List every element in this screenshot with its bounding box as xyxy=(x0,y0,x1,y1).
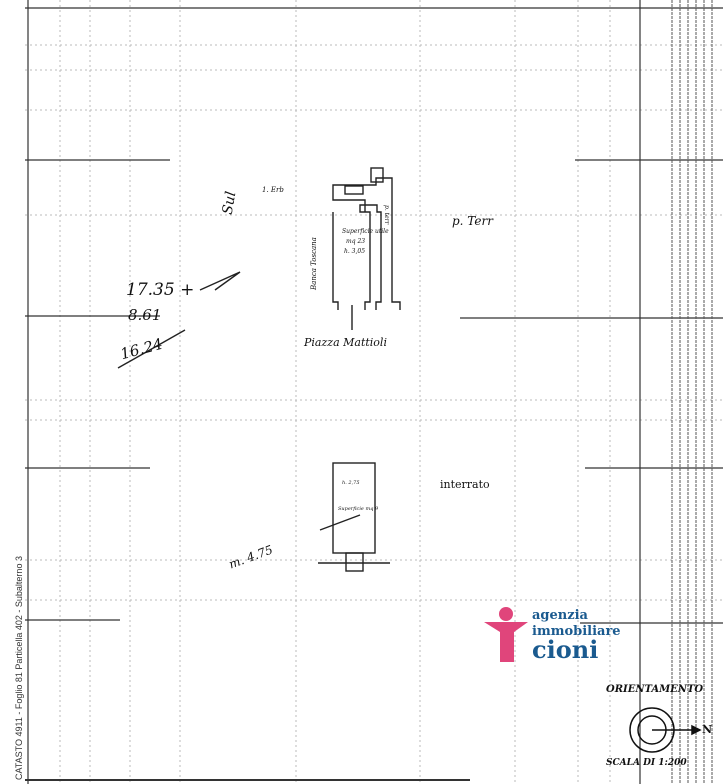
logo-line-2: immobiliare xyxy=(532,624,621,639)
street-label: p. Terr xyxy=(452,214,493,228)
handwritten-sum-1: 17.35 + xyxy=(126,280,195,300)
logo-mark-icon xyxy=(484,607,528,662)
ground-area-value: mq 23 xyxy=(346,238,366,245)
compass-icon xyxy=(629,707,702,753)
handwritten-strokes xyxy=(117,271,241,369)
basement-area: Superficie mq 9 xyxy=(338,506,379,512)
major-grid-lines xyxy=(25,0,723,784)
square-label: Piazza Mattioli xyxy=(304,336,387,349)
basement-plan xyxy=(318,462,390,572)
basement-height: h. 2,75 xyxy=(342,480,360,486)
ground-height: h. 3,05 xyxy=(344,248,366,255)
neighbor-label: Banca Toscana xyxy=(310,237,318,290)
top-note: 1. Erb xyxy=(262,186,284,194)
logo-line-3: cioni xyxy=(532,635,599,664)
handwritten-sum-2: 8.61 xyxy=(128,306,162,324)
north-label: N xyxy=(702,723,713,736)
grid-lines xyxy=(25,0,723,784)
cadastral-margin-text: CATASTO 4911 - Foglio 81 Particella 402 … xyxy=(14,556,24,780)
right-hatch-band xyxy=(671,0,713,784)
agency-logo: agenzia immobiliare cioni xyxy=(484,604,624,666)
ground-area-label: Superficie utile xyxy=(342,228,389,235)
side-label: p. terr xyxy=(383,205,390,225)
orientation-label: ORIENTAMENTO xyxy=(606,684,704,695)
scale-label: SCALA DI 1:200 xyxy=(606,758,687,768)
basement-label: interrato xyxy=(440,478,490,491)
ground-floor-plan xyxy=(332,167,401,330)
logo-line-1: agenzia xyxy=(532,608,588,623)
